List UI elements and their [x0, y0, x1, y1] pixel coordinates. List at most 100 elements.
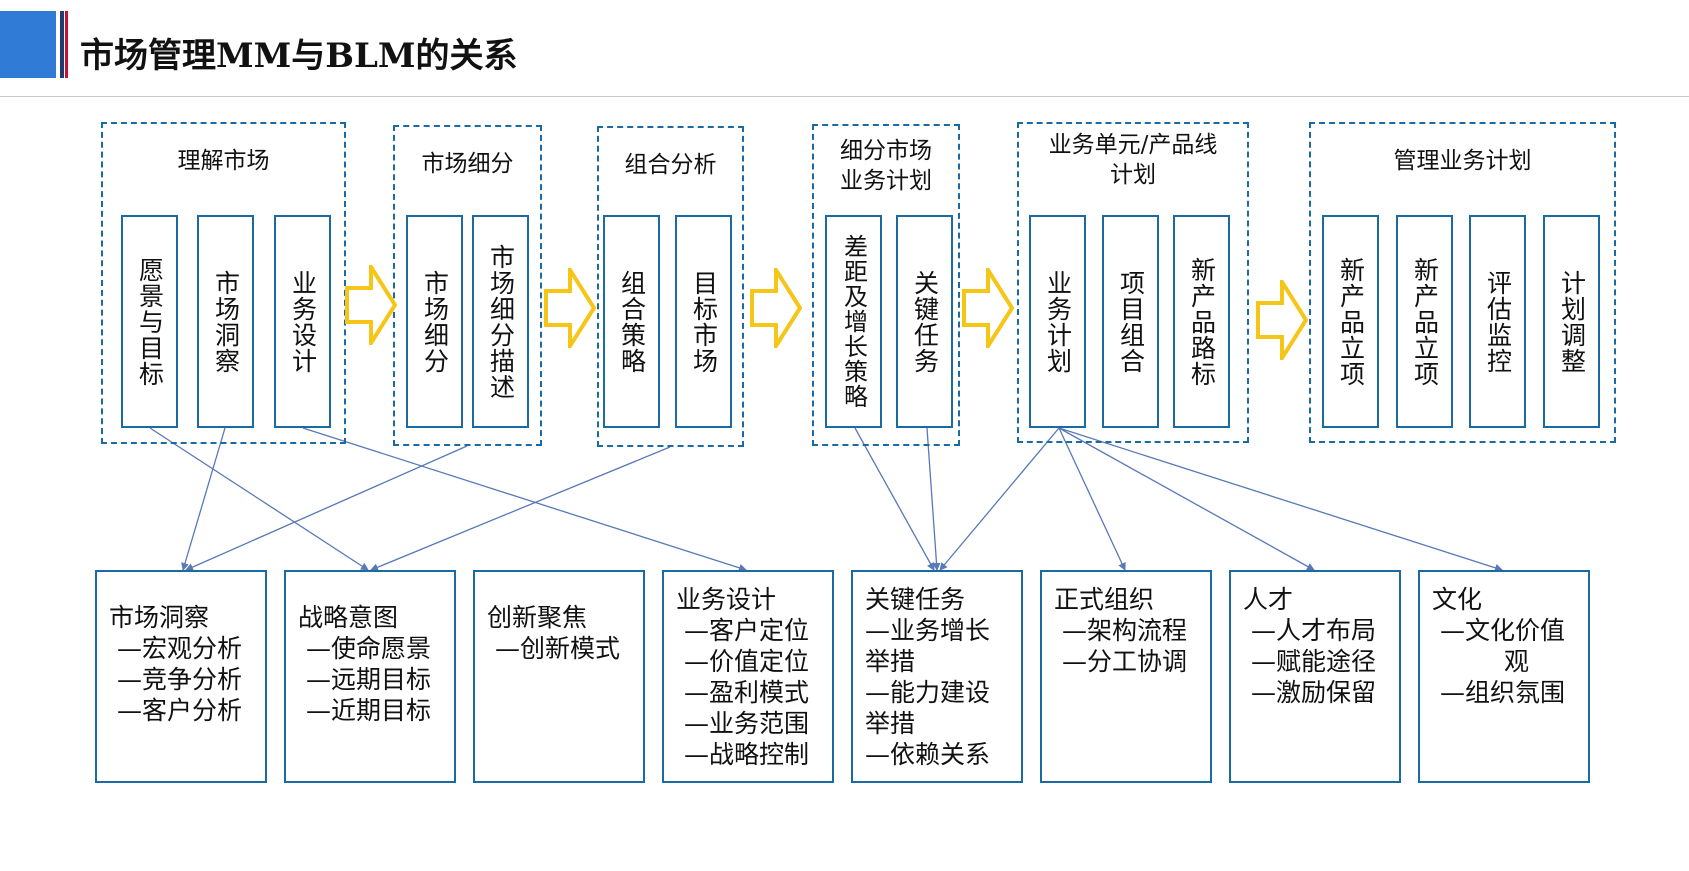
- item-target-market: 目标市场: [675, 215, 732, 428]
- group-label: 市场细分: [395, 149, 540, 179]
- item-business-plan: 业务计划: [1029, 215, 1086, 428]
- blm-box-line: —激励保留: [1251, 678, 1377, 707]
- blm-business-design: 业务设计 —客户定位 —价值定位 —盈利模式 —业务范围 —战略控制: [662, 570, 834, 783]
- group-manage-business-plan: 管理业务计划: [1309, 122, 1616, 443]
- blm-box-title: 创新聚焦: [487, 603, 588, 632]
- connector-insight-to-market-insight: [181, 427, 226, 571]
- group-label-line: 业务计划: [840, 168, 932, 194]
- item-label: 市场细分: [420, 269, 450, 374]
- flow-arrow-icon: [345, 265, 397, 345]
- item-label: 新产品立项: [1336, 256, 1366, 387]
- group-label: 组合分析: [599, 150, 742, 180]
- blm-box-line: —依赖关系: [865, 740, 991, 769]
- blm-strategic-intent: 战略意图 —使命愿景 —远期目标 —近期目标: [284, 570, 456, 783]
- item-portfolio-strategy: 组合策略: [603, 215, 660, 428]
- item-business-design: 业务设计: [274, 215, 331, 428]
- group-label: 业务单元/产品线 计划: [1019, 130, 1247, 190]
- connector-tasks-to-key-tasks: [926, 427, 941, 571]
- item-vision-goals: 愿景与目标: [121, 215, 178, 428]
- item-label: 业务计划: [1043, 269, 1073, 374]
- blm-box-line: —客户定位: [684, 616, 810, 645]
- blm-box-line: —竞争分析: [117, 665, 243, 694]
- item-new-product-roadmap: 新产品路标: [1173, 215, 1230, 428]
- item-evaluation-monitoring: 评估监控: [1469, 215, 1526, 428]
- item-project-portfolio: 项目组合: [1102, 215, 1159, 428]
- blm-box-title: 文化: [1432, 585, 1483, 614]
- item-label: 项目组合: [1116, 269, 1146, 374]
- blm-box-title: 市场洞察: [109, 603, 210, 632]
- item-label: 组合策略: [617, 269, 647, 374]
- group-understand-market: 理解市场: [101, 122, 346, 444]
- group-label-line: 业务单元/产品线: [1048, 132, 1218, 158]
- item-segment-description: 市场细分描述: [472, 215, 529, 428]
- item-new-product-initiation-1: 新产品立项: [1322, 215, 1379, 428]
- flow-arrow-icon: [750, 268, 802, 348]
- blm-box-title: 战略意图: [298, 603, 399, 632]
- connector-plan-to-culture: [1058, 427, 1503, 572]
- blm-box-line: 观: [1504, 647, 1530, 676]
- blm-formal-organization: 正式组织 —架构流程 —分工协调: [1040, 570, 1212, 783]
- group-market-segmentation: 市场细分: [393, 125, 542, 446]
- title-divider: [0, 96, 1689, 97]
- item-label: 关键任务: [910, 269, 940, 374]
- item-label: 市场细分描述: [486, 243, 516, 400]
- title-accent-bar-dark: [60, 11, 64, 78]
- connector-plan-to-organization: [1058, 427, 1126, 571]
- blm-key-tasks: 关键任务 —业务增长 举措 —能力建设 举措 —依赖关系: [851, 570, 1023, 783]
- item-label: 目标市场: [689, 269, 719, 374]
- blm-box-title: 业务设计: [676, 585, 777, 614]
- flow-arrow-icon: [962, 268, 1014, 348]
- blm-box-line: —战略控制: [684, 740, 810, 769]
- item-label: 计划调整: [1557, 269, 1587, 374]
- blm-innovation-focus: 创新聚焦 —创新模式: [473, 570, 645, 783]
- item-label: 愿景与目标: [135, 256, 165, 387]
- group-label-line: 管理业务计划: [1393, 148, 1532, 174]
- group-label-line: 理解市场: [177, 148, 270, 174]
- group-label-line: 计划: [1110, 162, 1156, 188]
- group-label: 细分市场 业务计划: [814, 136, 958, 196]
- connector-plan-to-talent: [1058, 427, 1315, 571]
- blm-culture: 文化 —文化价值 观 —组织氛围: [1418, 570, 1590, 783]
- blm-box-line: —人才布局: [1251, 616, 1377, 645]
- connector-segment-to-market-insight: [185, 445, 468, 571]
- title-accent-bar-red: [65, 11, 68, 78]
- flow-arrow-icon: [544, 268, 596, 348]
- group-label: 理解市场: [103, 146, 344, 176]
- item-label: 评估监控: [1483, 269, 1513, 374]
- item-market-segment: 市场细分: [406, 215, 463, 428]
- blm-box-title: 正式组织: [1054, 585, 1155, 614]
- blm-box-line: —远期目标: [306, 665, 432, 694]
- blm-box-line: —架构流程: [1062, 616, 1188, 645]
- page-title: 市场管理MM与BLM的关系: [80, 36, 518, 76]
- blm-box-line: —业务范围: [684, 709, 810, 738]
- blm-box-line: —盈利模式: [684, 678, 810, 707]
- item-label: 市场洞察: [211, 269, 241, 374]
- item-label: 业务设计: [288, 269, 318, 374]
- group-segment-business-plan: 细分市场 业务计划: [812, 124, 960, 446]
- title-accent-block: [0, 11, 56, 78]
- item-gap-growth-strategy: 差距及增长策略: [825, 215, 882, 428]
- connector-gap-to-key-tasks: [854, 427, 935, 571]
- blm-box-line: —业务增长: [865, 616, 991, 645]
- blm-box-line: —组织氛围: [1440, 678, 1566, 707]
- item-label: 新产品立项: [1410, 256, 1440, 387]
- blm-market-insight: 市场洞察 —宏观分析 —竞争分析 —客户分析: [95, 570, 267, 783]
- flow-arrow-icon: [1256, 280, 1308, 360]
- group-bu-product-line-plan: 业务单元/产品线 计划: [1017, 122, 1249, 443]
- blm-box-line: 举措: [865, 709, 916, 738]
- item-label: 差距及增长策略: [839, 234, 868, 409]
- blm-talent: 人才 —人才布局 —赋能途径 —激励保留: [1229, 570, 1401, 783]
- blm-box-line: —客户分析: [117, 696, 243, 725]
- blm-box-line: —使命愿景: [306, 634, 432, 663]
- item-key-tasks: 关键任务: [896, 215, 953, 428]
- connector-design-to-business-design: [302, 427, 747, 572]
- blm-box-line: —能力建设: [865, 678, 991, 707]
- blm-box-line: 举措: [865, 647, 916, 676]
- item-label: 新产品路标: [1187, 256, 1217, 387]
- connector-vision-to-intent: [149, 427, 369, 571]
- blm-box-line: —宏观分析: [117, 634, 243, 663]
- group-label: 管理业务计划: [1311, 146, 1614, 176]
- blm-box-line: —分工协调: [1062, 647, 1188, 676]
- blm-box-title: 关键任务: [865, 585, 966, 614]
- item-new-product-initiation-2: 新产品立项: [1396, 215, 1453, 428]
